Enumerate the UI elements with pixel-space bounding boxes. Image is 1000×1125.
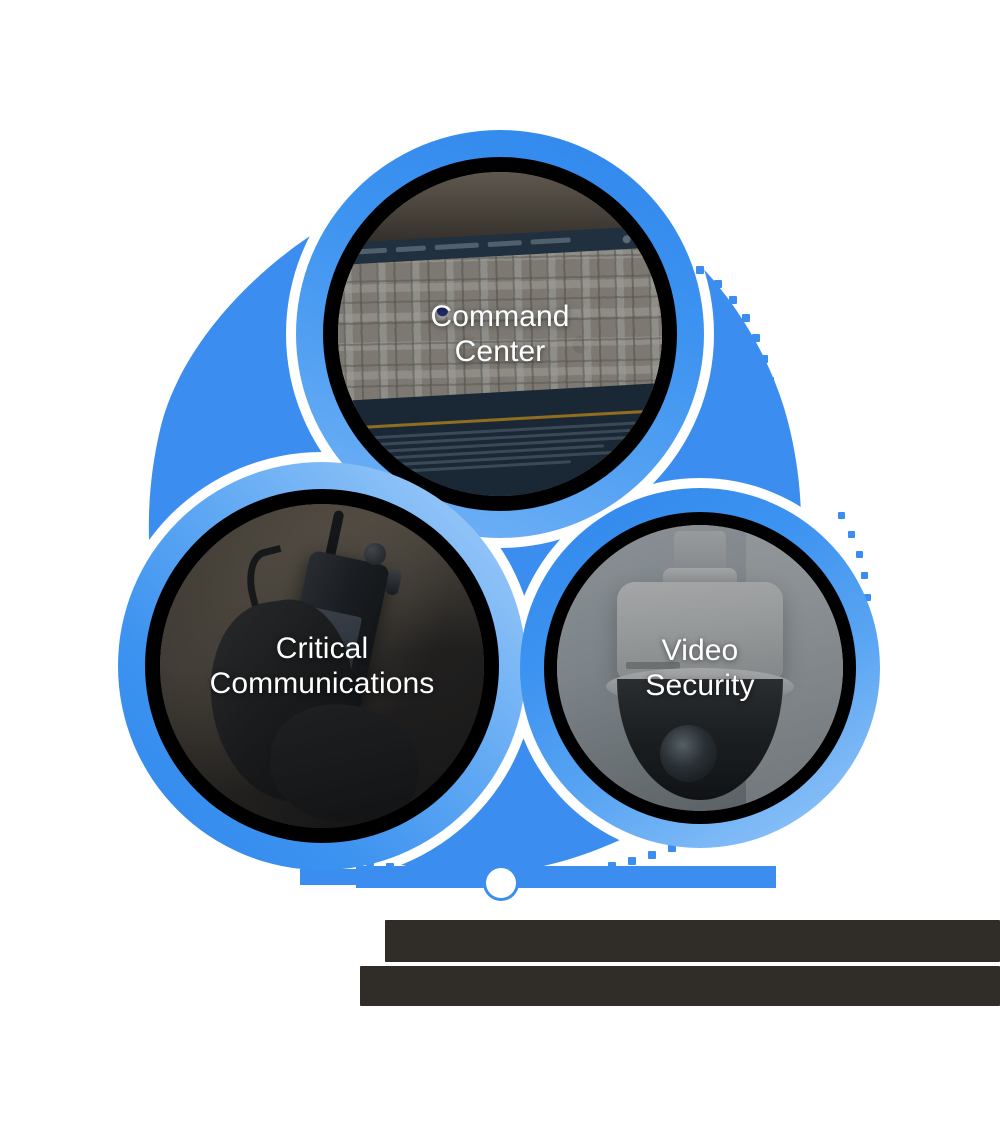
- connector-band: [356, 866, 776, 888]
- circle-label-command-center: Command Center: [338, 172, 662, 496]
- photo-inner-command-center: [338, 172, 662, 496]
- dotted-arc-upper-right: [696, 266, 779, 431]
- circle-label-video-security: Video Security: [557, 525, 843, 811]
- caption-line-2-obscured: [360, 966, 1000, 1006]
- dome-camera-image: [557, 525, 843, 811]
- photo-overlay-tint: [557, 525, 843, 811]
- circle-label-line-2: Center: [454, 335, 546, 368]
- caption-line-1-obscured: [385, 920, 1000, 962]
- circle-label-line-1: Video: [661, 633, 739, 667]
- circle-label-line-1: Command: [430, 299, 570, 333]
- connector-dot[interactable]: [486, 868, 516, 898]
- circle-card-video-security[interactable]: Video Security: [520, 488, 880, 848]
- photo-overlay-tint: [160, 504, 484, 828]
- circle-label-line-2: Communications: [209, 667, 435, 700]
- radio-in-gloved-hand-image: [160, 504, 484, 828]
- camera-brand-logo: [625, 662, 680, 670]
- photo-inner-video-security: [557, 525, 843, 811]
- camera-lens: [659, 725, 718, 783]
- photo-critical-communications: Critical Communications: [160, 504, 484, 828]
- circle-label-line-1: Critical: [275, 631, 369, 665]
- circle-label-line-2: Security: [645, 669, 755, 702]
- circle-card-critical-communications[interactable]: Critical Communications: [118, 462, 526, 870]
- command-center-screenshot-image: [338, 172, 662, 496]
- photo-overlay-tint: [338, 172, 662, 496]
- radio-knob: [364, 542, 387, 565]
- photo-video-security: Video Security: [557, 525, 843, 811]
- circle-card-command-center[interactable]: Command Center: [296, 130, 704, 538]
- photo-command-center: Command Center: [338, 172, 662, 496]
- photo-inner-critical-communications: [160, 504, 484, 828]
- circle-label-critical-communications: Critical Communications: [160, 504, 484, 828]
